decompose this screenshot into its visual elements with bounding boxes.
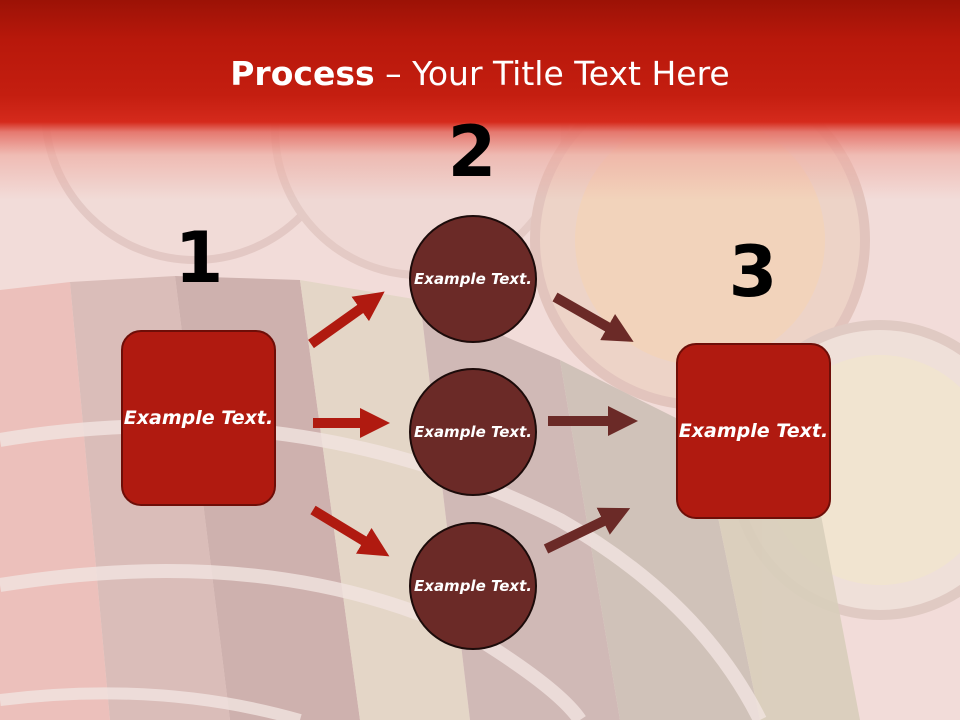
step-1-number: 1 — [174, 217, 224, 299]
slide-title: Process – Your Title Text Here — [0, 52, 960, 96]
step-2-circle-middle: Example Text. — [409, 368, 537, 496]
arrow-1-to-2c — [310, 505, 390, 557]
arrow-2c-to-3 — [543, 507, 631, 554]
arrow-2a-to-3 — [552, 292, 634, 342]
arrow-1-to-2a — [308, 291, 385, 349]
step-2-circle-bottom: Example Text. — [409, 522, 537, 650]
title-rest: – Your Title Text Here — [374, 54, 730, 93]
step-1-box: Example Text. — [121, 330, 276, 506]
title-bold: Process — [230, 54, 375, 93]
step-2-circle-top: Example Text. — [409, 215, 537, 343]
title-banner — [0, 0, 960, 200]
step-3-number: 3 — [728, 231, 778, 313]
step-2-number: 2 — [447, 111, 497, 193]
step-3-box: Example Text. — [676, 343, 831, 519]
